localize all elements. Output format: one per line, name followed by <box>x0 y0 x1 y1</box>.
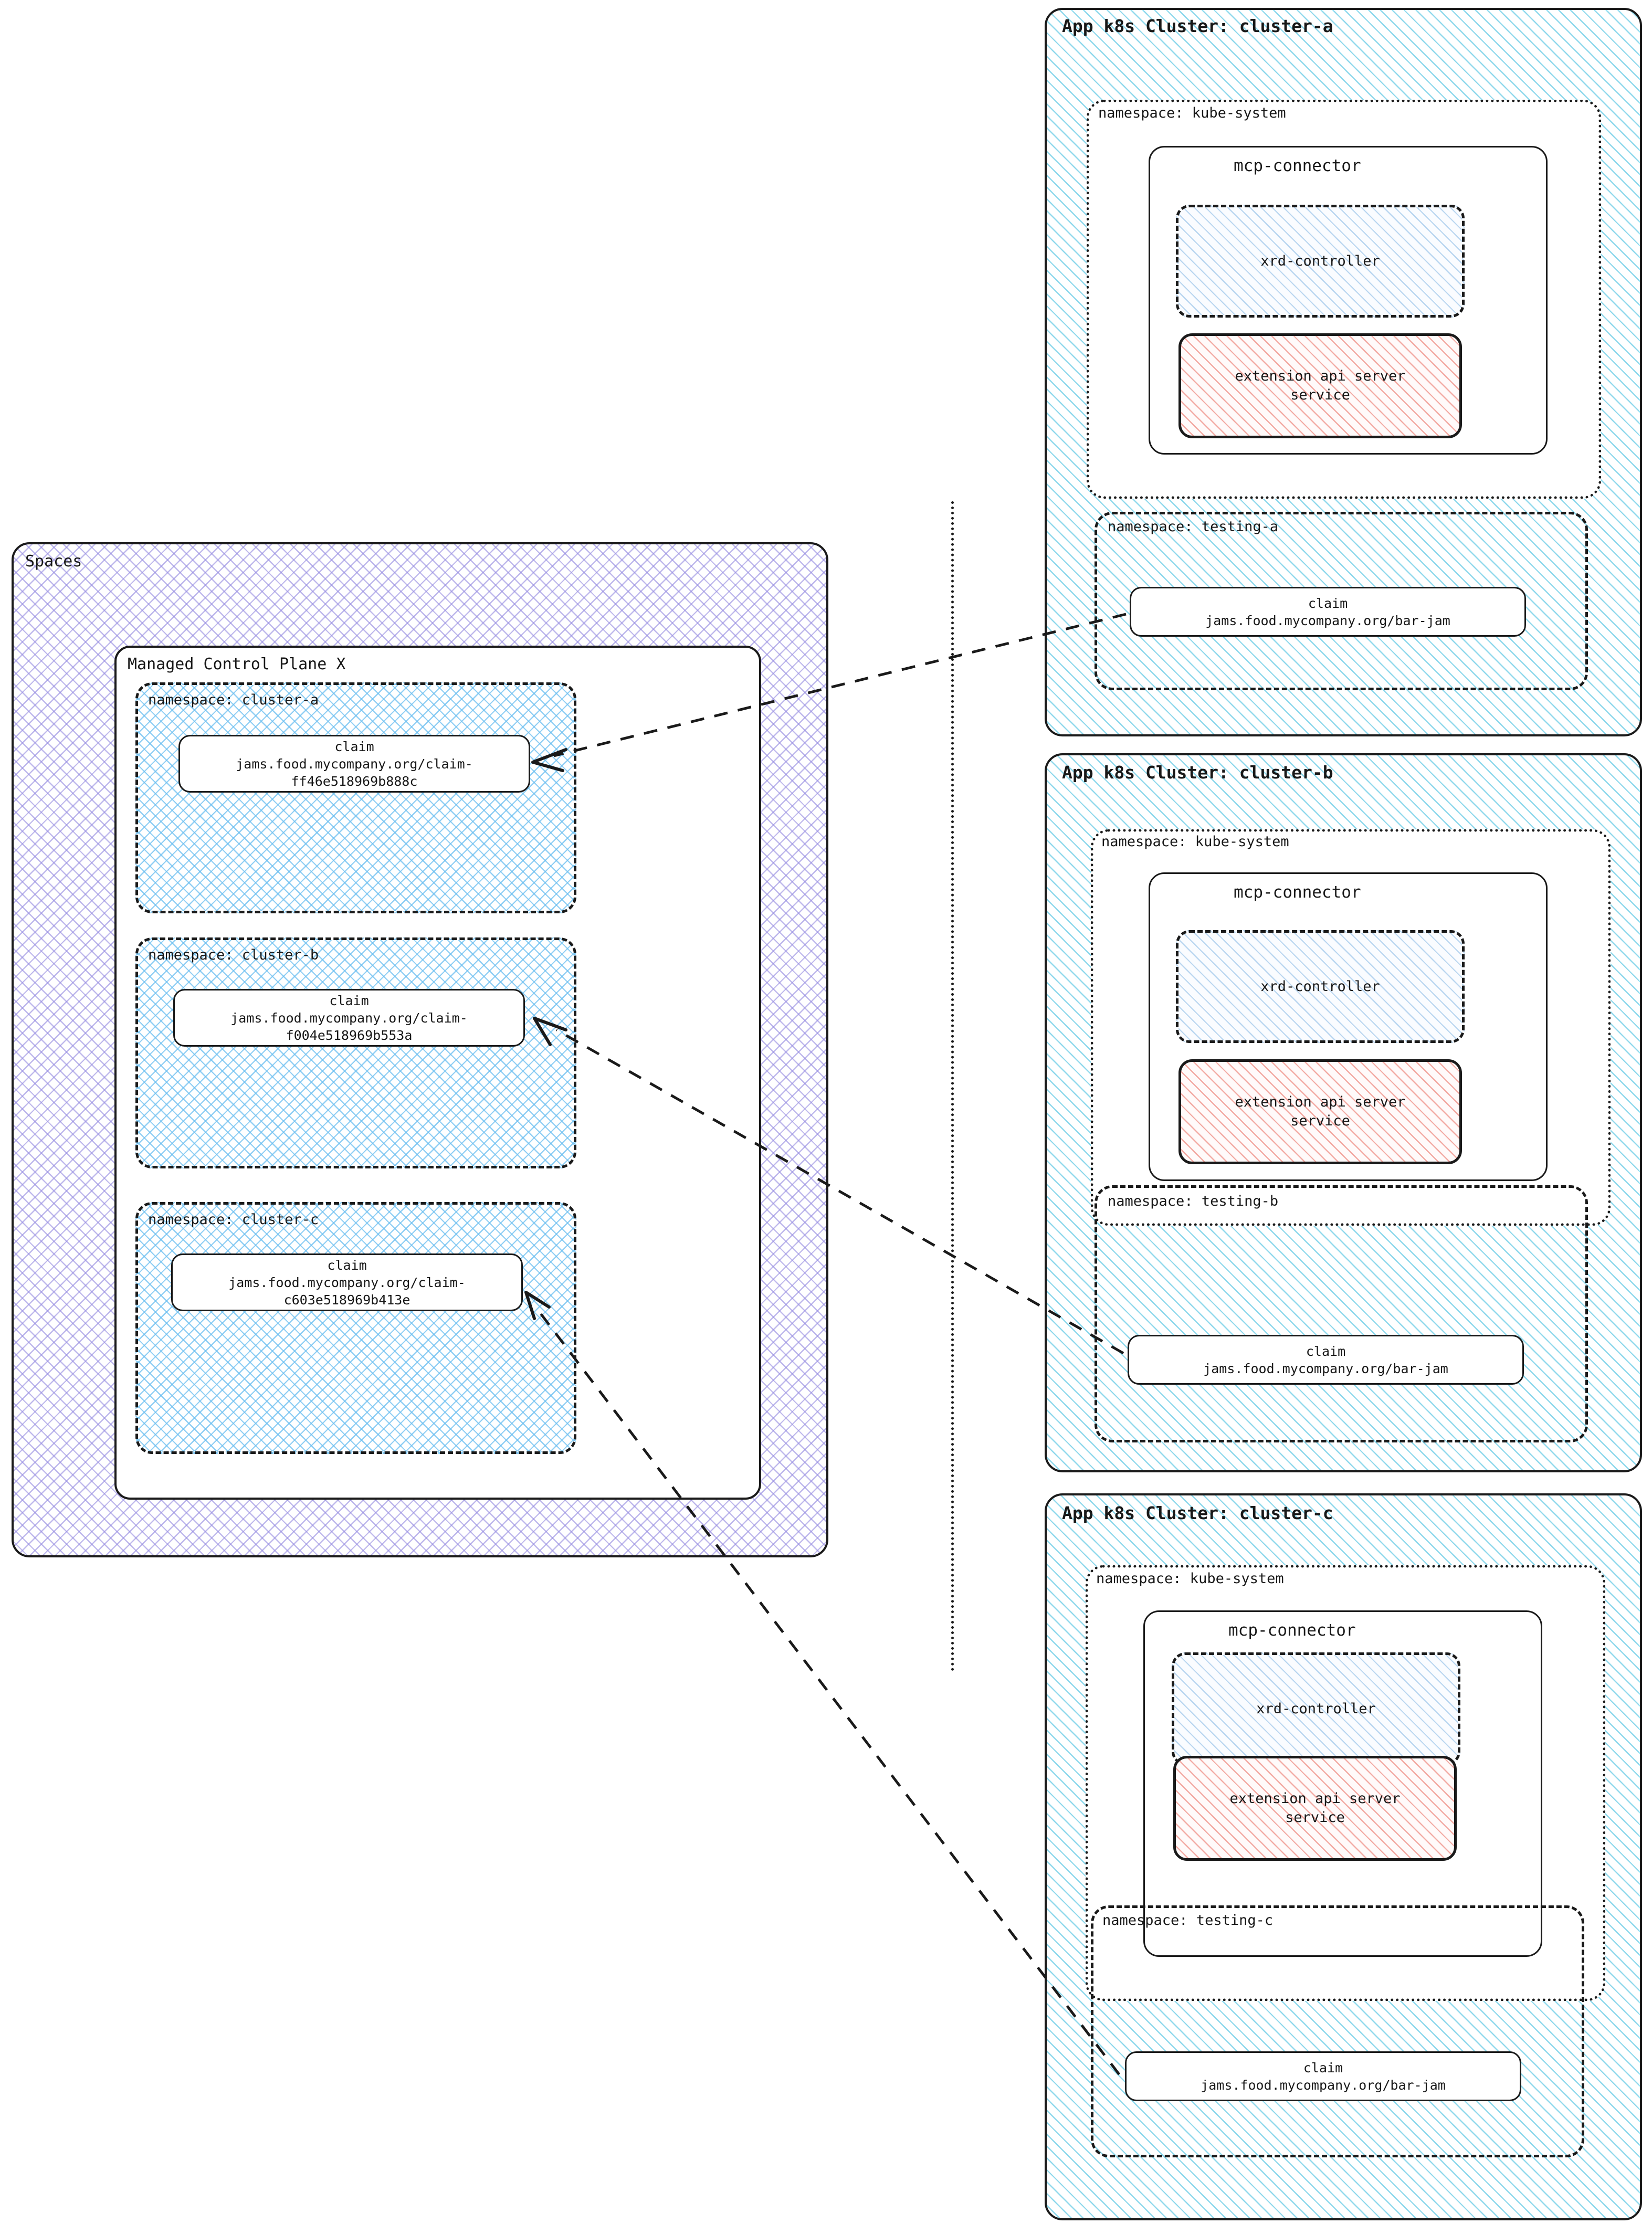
namespace-testing-b-label: namespace: testing-b <box>1108 1193 1279 1209</box>
extension-api-server-line2: service <box>1290 387 1350 403</box>
claim-ref-line2: c603e518969b413e <box>283 1292 411 1308</box>
claim-kind: claim <box>334 739 374 754</box>
namespace-testing-b <box>1095 1185 1588 1442</box>
claim-kind: claim <box>327 1257 367 1273</box>
claim-kind: claim <box>1306 1343 1346 1359</box>
claim-ref: jams.food.mycompany.org/bar-jam <box>1203 1361 1448 1376</box>
xrd-controller-label: xrd-controller <box>1260 253 1380 269</box>
namespace-testing-c <box>1091 1905 1584 2157</box>
claim-box-cluster-a[interactable]: claim jams.food.mycompany.org/claim- ff4… <box>178 735 530 793</box>
claim-kind: claim <box>1303 2060 1343 2075</box>
claim-ref-line1: jams.food.mycompany.org/claim- <box>236 756 473 772</box>
xrd-controller-b: xrd-controller <box>1176 930 1465 1043</box>
claim-ref-line2: ff46e518969b888c <box>291 773 418 789</box>
xrd-controller-a: xrd-controller <box>1176 205 1465 318</box>
extension-api-server-a: extension api server service <box>1179 333 1462 438</box>
extension-api-server-c: extension api server service <box>1173 1756 1457 1861</box>
claim-kind: claim <box>1308 595 1348 611</box>
extension-api-server-b: extension api server service <box>1179 1059 1462 1164</box>
claim-box-testing-b[interactable]: claim jams.food.mycompany.org/bar-jam <box>1128 1335 1524 1385</box>
namespace-cluster-c-label: namespace: cluster-c <box>148 1211 319 1228</box>
claim-ref-line2: f004e518969b553a <box>286 1027 413 1043</box>
namespace-cluster-a-label: namespace: cluster-a <box>148 692 319 708</box>
managed-control-plane-label: Managed Control Plane X <box>128 655 346 673</box>
namespace-kube-system-c-label: namespace: kube-system <box>1096 1571 1284 1587</box>
claim-box-cluster-b[interactable]: claim jams.food.mycompany.org/claim- f00… <box>173 989 525 1047</box>
extension-api-server-line2: service <box>1285 1809 1345 1826</box>
claim-box-testing-a[interactable]: claim jams.food.mycompany.org/bar-jam <box>1130 587 1526 637</box>
extension-api-server-line1: extension api server <box>1235 368 1406 385</box>
claim-kind: claim <box>329 993 369 1008</box>
claim-ref: jams.food.mycompany.org/bar-jam <box>1205 613 1450 628</box>
cluster-b-label: App k8s Cluster: cluster-b <box>1062 762 1333 783</box>
extension-api-server-line1: extension api server <box>1229 1790 1401 1807</box>
claim-box-cluster-c[interactable]: claim jams.food.mycompany.org/claim- c60… <box>171 1253 523 1311</box>
namespace-testing-a <box>1095 512 1588 690</box>
mcp-connector-c-label: mcp-connector <box>1228 1621 1356 1640</box>
namespace-testing-a-label: namespace: testing-a <box>1108 519 1279 535</box>
xrd-controller-c: xrd-controller <box>1172 1652 1460 1765</box>
namespace-kube-system-b-label: namespace: kube-system <box>1101 834 1289 850</box>
namespace-cluster-b <box>135 937 576 1168</box>
namespace-cluster-b-label: namespace: cluster-b <box>148 947 319 963</box>
namespace-testing-c-label: namespace: testing-c <box>1102 1912 1274 1929</box>
namespace-cluster-c <box>135 1202 576 1454</box>
xrd-controller-label: xrd-controller <box>1260 978 1380 995</box>
claim-ref: jams.food.mycompany.org/bar-jam <box>1201 2077 1446 2093</box>
claim-ref-line1: jams.food.mycompany.org/claim- <box>228 1274 466 1290</box>
xrd-controller-label: xrd-controller <box>1256 1701 1376 1717</box>
mcp-connector-a-label: mcp-connector <box>1234 156 1361 175</box>
extension-api-server-line2: service <box>1290 1113 1350 1129</box>
claim-box-testing-c[interactable]: claim jams.food.mycompany.org/bar-jam <box>1125 2051 1521 2101</box>
extension-api-server-line1: extension api server <box>1235 1094 1406 1111</box>
namespace-cluster-a <box>135 682 576 913</box>
mcp-connector-b-label: mcp-connector <box>1234 883 1361 902</box>
namespace-kube-system-a-label: namespace: kube-system <box>1098 105 1286 121</box>
cluster-a-label: App k8s Cluster: cluster-a <box>1062 16 1333 36</box>
cluster-c-label: App k8s Cluster: cluster-c <box>1062 1503 1333 1523</box>
claim-ref-line1: jams.food.mycompany.org/claim- <box>230 1010 468 1026</box>
spaces-label: Spaces <box>25 552 82 571</box>
vertical-divider <box>951 501 954 1672</box>
